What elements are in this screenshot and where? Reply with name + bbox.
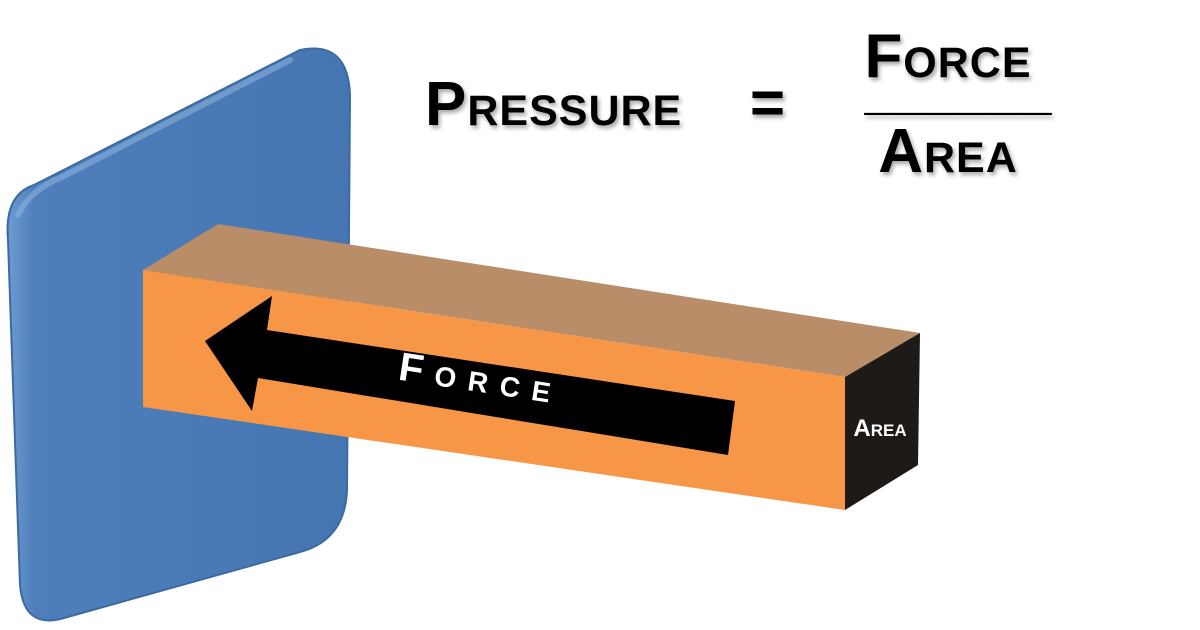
equation-lhs: Pressure: [425, 70, 682, 139]
fraction-bar: ______: [864, 57, 1053, 120]
pressure-equation: Pressure = Force ______ Area: [425, 22, 1052, 186]
equation-equals: =: [750, 69, 786, 136]
arrow-shape: [205, 296, 735, 455]
beam-top-face: [143, 224, 920, 377]
beam-end-face: [845, 333, 920, 510]
equation-denominator: Area: [878, 117, 1018, 186]
end-face-label: Area: [853, 415, 906, 442]
equation-numerator: Force: [864, 22, 1031, 91]
